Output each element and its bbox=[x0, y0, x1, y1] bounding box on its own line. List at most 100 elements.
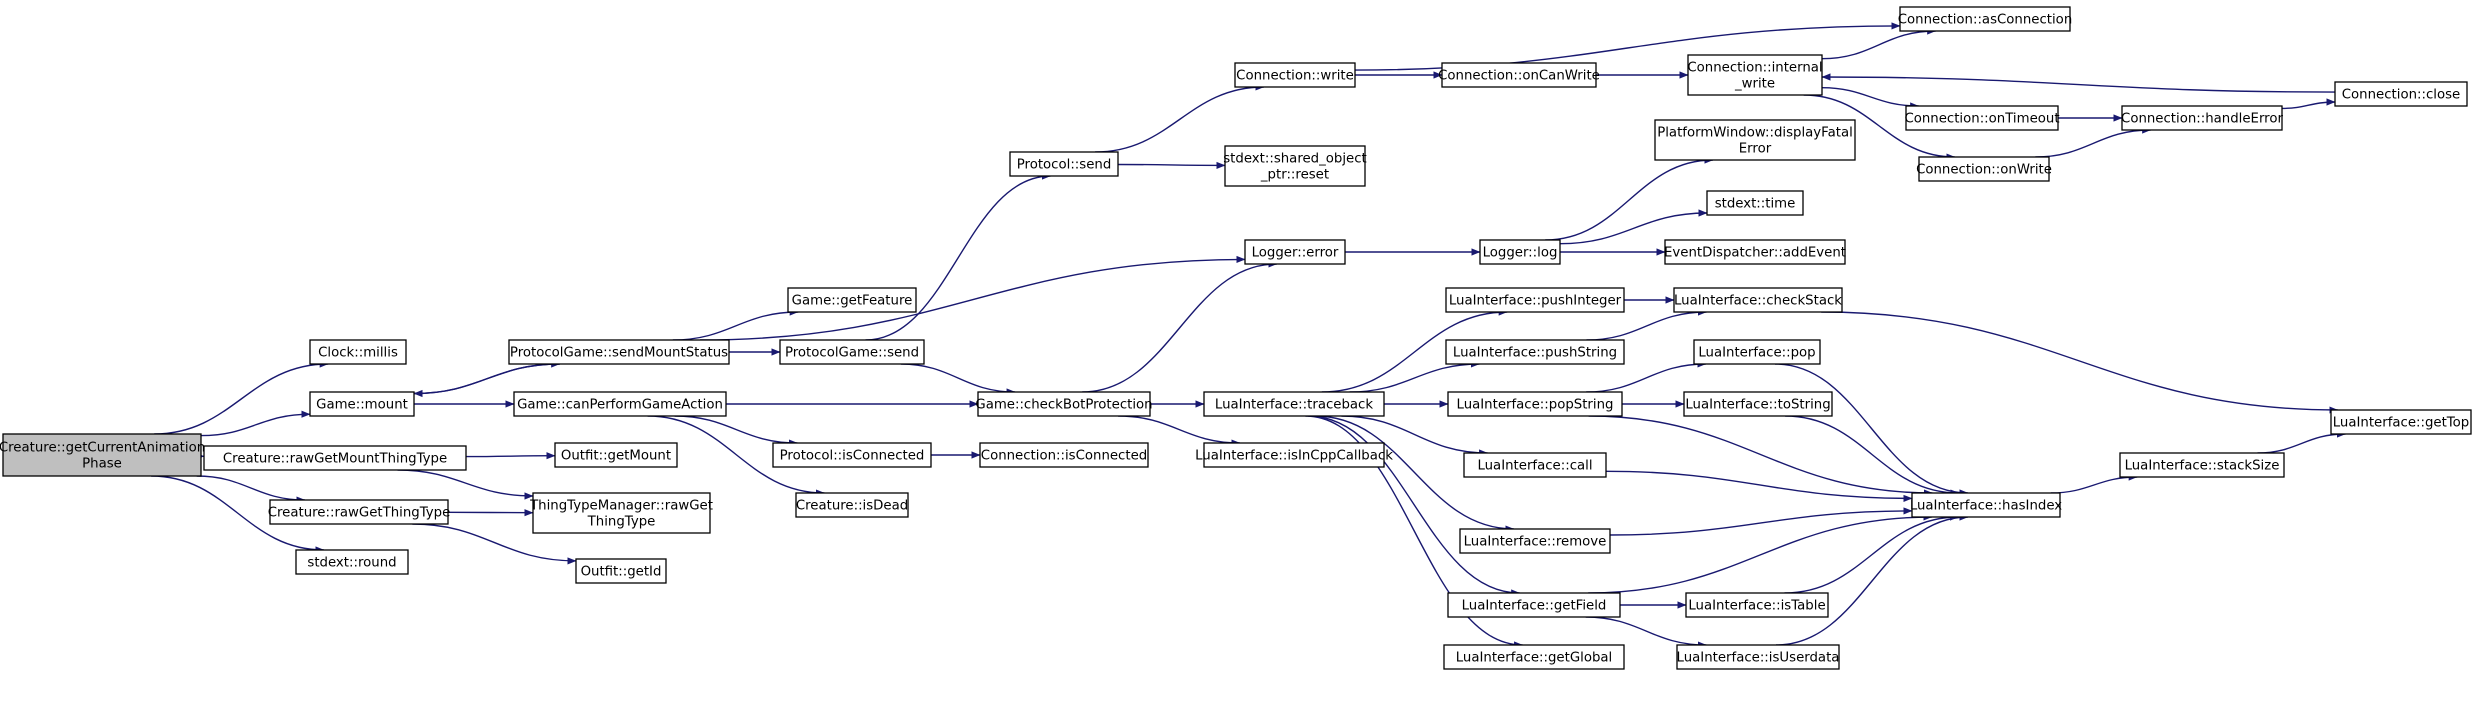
node-get-feature[interactable]: Game::getFeature bbox=[787, 287, 917, 313]
node-box bbox=[1459, 528, 1611, 554]
node-label: LuaInterface::isTable bbox=[1688, 599, 1825, 614]
node-box bbox=[2330, 409, 2472, 435]
node-box bbox=[779, 339, 925, 365]
node-get-top[interactable]: LuaInterface::getTop bbox=[2330, 409, 2472, 435]
node-get-mount[interactable]: Outfit::getMount bbox=[554, 442, 678, 468]
node-box bbox=[772, 442, 932, 468]
node-box bbox=[513, 391, 727, 417]
node-ttm-raw-get-thing-type[interactable]: ThingTypeManager::rawGetThingType bbox=[529, 492, 713, 534]
node-box bbox=[508, 339, 730, 365]
node-label: LuaInterface::isInCppCallback bbox=[1195, 449, 1393, 464]
node-can-perform-game-action[interactable]: Game::canPerformGameAction bbox=[513, 391, 727, 417]
node-send-mount-status[interactable]: ProtocolGame::sendMountStatus bbox=[508, 339, 730, 365]
node-box bbox=[1664, 239, 1846, 265]
node-on-timeout[interactable]: Connection::onTimeout bbox=[1904, 105, 2060, 131]
node-label: Protocol::send bbox=[1017, 158, 1112, 173]
node-protocol-send[interactable]: Protocol::send bbox=[1009, 151, 1119, 177]
node-round[interactable]: stdext::round bbox=[295, 549, 409, 575]
node-conn-write[interactable]: Connection::write bbox=[1234, 62, 1356, 88]
node-box bbox=[787, 287, 917, 313]
edge-internal-write-to-as-connection bbox=[1821, 27, 1937, 60]
node-logger-error[interactable]: Logger::error bbox=[1244, 239, 1346, 265]
node-shared-reset[interactable]: stdext::shared_object_ptr::reset bbox=[1223, 145, 1367, 187]
node-box bbox=[1447, 391, 1623, 417]
node-label: Connection::handleError bbox=[2121, 112, 2283, 127]
node-label: LuaInterface::pushString bbox=[1453, 346, 1617, 361]
edge-get-field-to-is-userdata bbox=[1585, 616, 1707, 649]
node-is-dead[interactable]: Creature::isDead bbox=[795, 492, 909, 518]
node-is-table[interactable]: LuaInterface::isTable bbox=[1685, 592, 1829, 618]
node-close[interactable]: Connection::close bbox=[2334, 81, 2468, 107]
node-label: ThingTypeManager::rawGet bbox=[529, 499, 713, 514]
node-get-global[interactable]: LuaInterface::getGlobal bbox=[1443, 644, 1625, 670]
edge-close-to-internal-write bbox=[1821, 73, 2336, 93]
node-handle-error[interactable]: Connection::handleError bbox=[2121, 105, 2283, 131]
node-box bbox=[1441, 62, 1597, 88]
node-check-bot-protection[interactable]: Game::checkBotProtection bbox=[975, 391, 1153, 417]
node-label: LuaInterface::pushInteger bbox=[1449, 294, 1622, 309]
node-is-userdata[interactable]: LuaInterface::isUserdata bbox=[1676, 644, 1840, 670]
node-label: Game::getFeature bbox=[792, 294, 913, 309]
node-box bbox=[2119, 452, 2285, 478]
node-on-write[interactable]: Connection::onWrite bbox=[1916, 156, 2052, 182]
node-push-string[interactable]: LuaInterface::pushString bbox=[1445, 339, 1625, 365]
node-to-string[interactable]: LuaInterface::toString bbox=[1683, 391, 1833, 417]
edge-send-mount-status-to-logger-error bbox=[700, 255, 1246, 341]
node-label: PlatformWindow::displayFatal bbox=[1657, 126, 1853, 141]
node-label: stdext::round bbox=[307, 556, 396, 571]
node-box bbox=[1683, 391, 1833, 417]
node-label: _ptr::reset bbox=[1260, 168, 1329, 183]
node-label: LuaInterface::hasIndex bbox=[1910, 499, 2062, 514]
edge-is-userdata-to-has-index bbox=[1775, 513, 1969, 646]
node-box bbox=[1918, 156, 2050, 182]
node-box bbox=[979, 442, 1149, 468]
node-label: Connection::isConnected bbox=[981, 449, 1147, 464]
node-call[interactable]: LuaInterface::call bbox=[1463, 452, 1607, 478]
node-as-connection[interactable]: Connection::asConnection bbox=[1898, 6, 2073, 32]
node-get-id[interactable]: Outfit::getId bbox=[575, 558, 667, 584]
node-box bbox=[1234, 62, 1356, 88]
edge-root-to-millis bbox=[154, 360, 329, 435]
node-pop-string[interactable]: LuaInterface::popString bbox=[1447, 391, 1623, 417]
node-remove[interactable]: LuaInterface::remove bbox=[1459, 528, 1611, 554]
node-push-integer[interactable]: LuaInterface::pushInteger bbox=[1445, 287, 1625, 313]
node-is-in-cpp-callback[interactable]: LuaInterface::isInCppCallback bbox=[1195, 442, 1393, 468]
node-stdext-time[interactable]: stdext::time bbox=[1706, 190, 1804, 216]
node-label: stdext::time bbox=[1715, 197, 1796, 212]
node-conn-is-connected[interactable]: Connection::isConnected bbox=[979, 442, 1149, 468]
node-pg-send[interactable]: ProtocolGame::send bbox=[779, 339, 925, 365]
node-box bbox=[1673, 287, 1843, 313]
node-box bbox=[1911, 492, 2061, 518]
node-check-stack[interactable]: LuaInterface::checkStack bbox=[1673, 287, 1843, 313]
node-add-event[interactable]: EventDispatcher::addEvent bbox=[1664, 239, 1846, 265]
node-pop[interactable]: LuaInterface::pop bbox=[1693, 339, 1821, 365]
node-box bbox=[1905, 105, 2059, 131]
node-label: LuaInterface::getGlobal bbox=[1456, 651, 1613, 666]
node-internal-write[interactable]: Connection::internal_write bbox=[1687, 54, 1823, 96]
node-on-can-write[interactable]: Connection::onCanWrite bbox=[1438, 62, 1600, 88]
node-mount[interactable]: Game::mount bbox=[309, 391, 415, 417]
node-get-field[interactable]: LuaInterface::getField bbox=[1447, 592, 1621, 618]
node-has-index[interactable]: LuaInterface::hasIndex bbox=[1910, 492, 2062, 518]
node-label: Game::checkBotProtection bbox=[975, 398, 1152, 413]
edge-send-mount-status-to-mount bbox=[413, 363, 560, 398]
node-traceback[interactable]: LuaInterface::traceback bbox=[1203, 391, 1385, 417]
edge-get-field-to-has-index bbox=[1588, 513, 1933, 594]
node-logger-log[interactable]: Logger::log bbox=[1479, 239, 1561, 265]
node-millis[interactable]: Clock::millis bbox=[309, 339, 407, 365]
edge-on-write-to-handle-error bbox=[2035, 126, 2152, 158]
node-label: LuaInterface::remove bbox=[1464, 535, 1607, 550]
node-label: LuaInterface::pop bbox=[1698, 346, 1815, 361]
edge-traceback-to-get-global bbox=[1305, 415, 1524, 649]
node-raw-get-mount-thing-type[interactable]: Creature::rawGetMountThingType bbox=[203, 445, 467, 471]
node-is-connected[interactable]: Protocol::isConnected bbox=[772, 442, 932, 468]
node-box bbox=[1706, 190, 1804, 216]
node-box bbox=[1445, 339, 1625, 365]
node-stack-size[interactable]: LuaInterface::stackSize bbox=[2119, 452, 2285, 478]
node-raw-get-thing-type[interactable]: Creature::rawGetThingType bbox=[268, 499, 451, 525]
edge-traceback-to-get-field bbox=[1308, 415, 1521, 597]
edge-call-to-has-index bbox=[1605, 470, 1913, 502]
node-box bbox=[1693, 339, 1821, 365]
